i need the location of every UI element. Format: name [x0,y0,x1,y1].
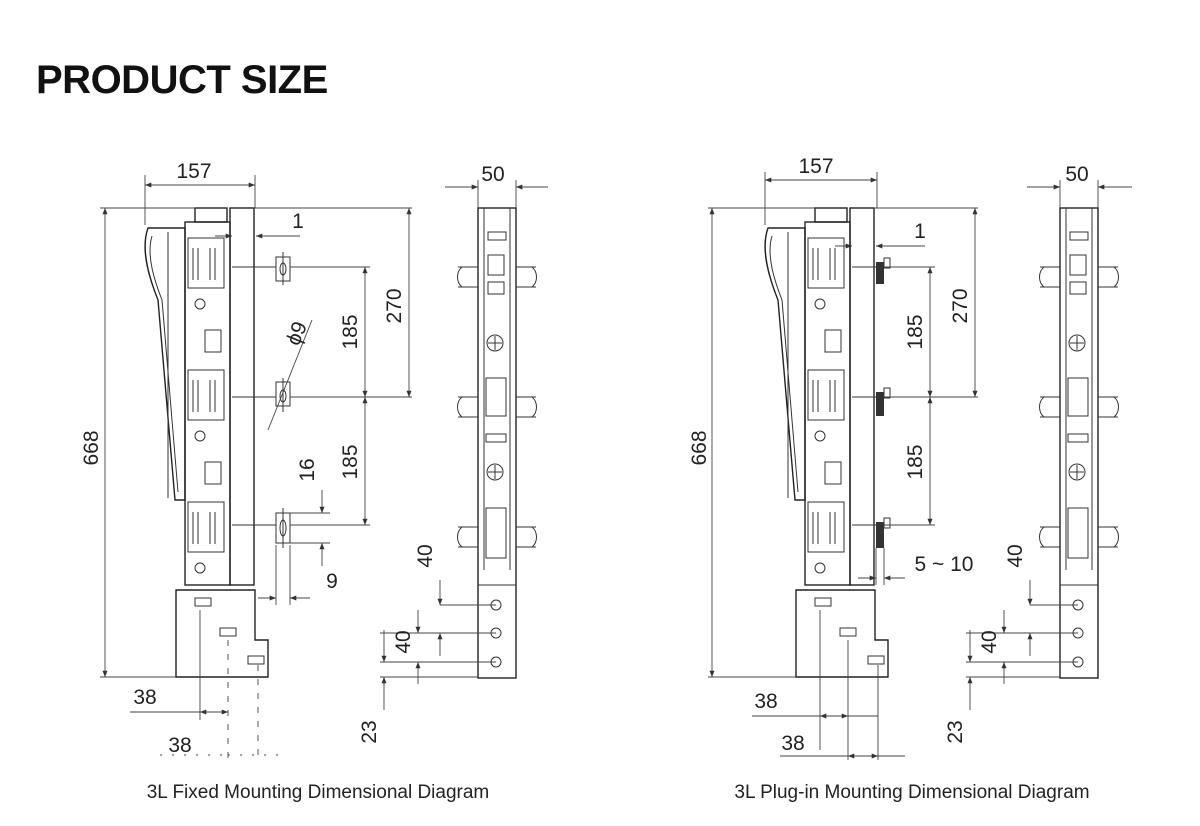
plugin-pitch-upper-label: 185 [904,314,927,349]
fixed-foot-offset-2-label: 38 [168,734,191,757]
plugin-offset-label: 1 [914,220,926,243]
fixed-hole-diameter-label: ϕ9 [282,318,312,348]
plugin-clearance-label: 5 ~ 10 [915,553,974,576]
fixed-front-pitch-1-label: 40 [414,544,437,567]
fixed-front-busbars [457,266,537,548]
fixed-caption: 3L Fixed Mounting Dimensional Diagram [147,782,490,803]
fixed-front-view [477,207,517,679]
plugin-height-label: 668 [688,430,711,465]
plugin-front-view [1059,207,1099,679]
plugin-foot-offset-2-label: 38 [781,732,804,755]
fixed-busbars [232,252,291,548]
plugin-span-label: 270 [949,288,972,323]
plugin-front-bottom-offset-label: 23 [944,720,967,743]
plugin-side-view [764,207,889,678]
plugin-busbars [852,257,891,548]
fixed-foot-offset-1-label: 38 [133,686,156,709]
plugin-mounting-diagram: 157 668 1 270 185 185 5 ~ 10 [688,155,1132,803]
fixed-slot-height-label: 16 [296,458,319,481]
fixed-pitch-upper-label: 185 [339,314,362,349]
plugin-width-label: 157 [798,155,833,178]
fixed-front-pitch-2-label: 40 [392,630,415,653]
plugin-caption: 3L Plug-in Mounting Dimensional Diagram [734,782,1089,803]
fixed-front-width-label: 50 [481,163,504,186]
plugin-front-pitch-2-label: 40 [978,630,1001,653]
page-title: PRODUCT SIZE [36,58,328,102]
fixed-height-label: 668 [80,430,103,465]
fixed-offset-label: 1 [292,210,304,233]
plugin-foot-offset-1-label: 38 [754,690,777,713]
fixed-pitch-lower-label: 185 [339,444,362,479]
fixed-front-bottom-offset-label: 23 [358,720,381,743]
plugin-front-pitch-1-label: 40 [1004,544,1027,567]
plugin-front-width-label: 50 [1065,163,1088,186]
fixed-width-label: 157 [176,160,211,183]
plugin-pitch-lower-label: 185 [904,444,927,479]
fixed-side-view [144,207,269,678]
fixed-slot-width-label: 9 [326,570,338,593]
fixed-span-label: 270 [383,288,406,323]
fixed-mounting-diagram: 157 668 1 270 185 185 ϕ9 16 [80,160,548,803]
plugin-front-busbars [1039,266,1119,548]
